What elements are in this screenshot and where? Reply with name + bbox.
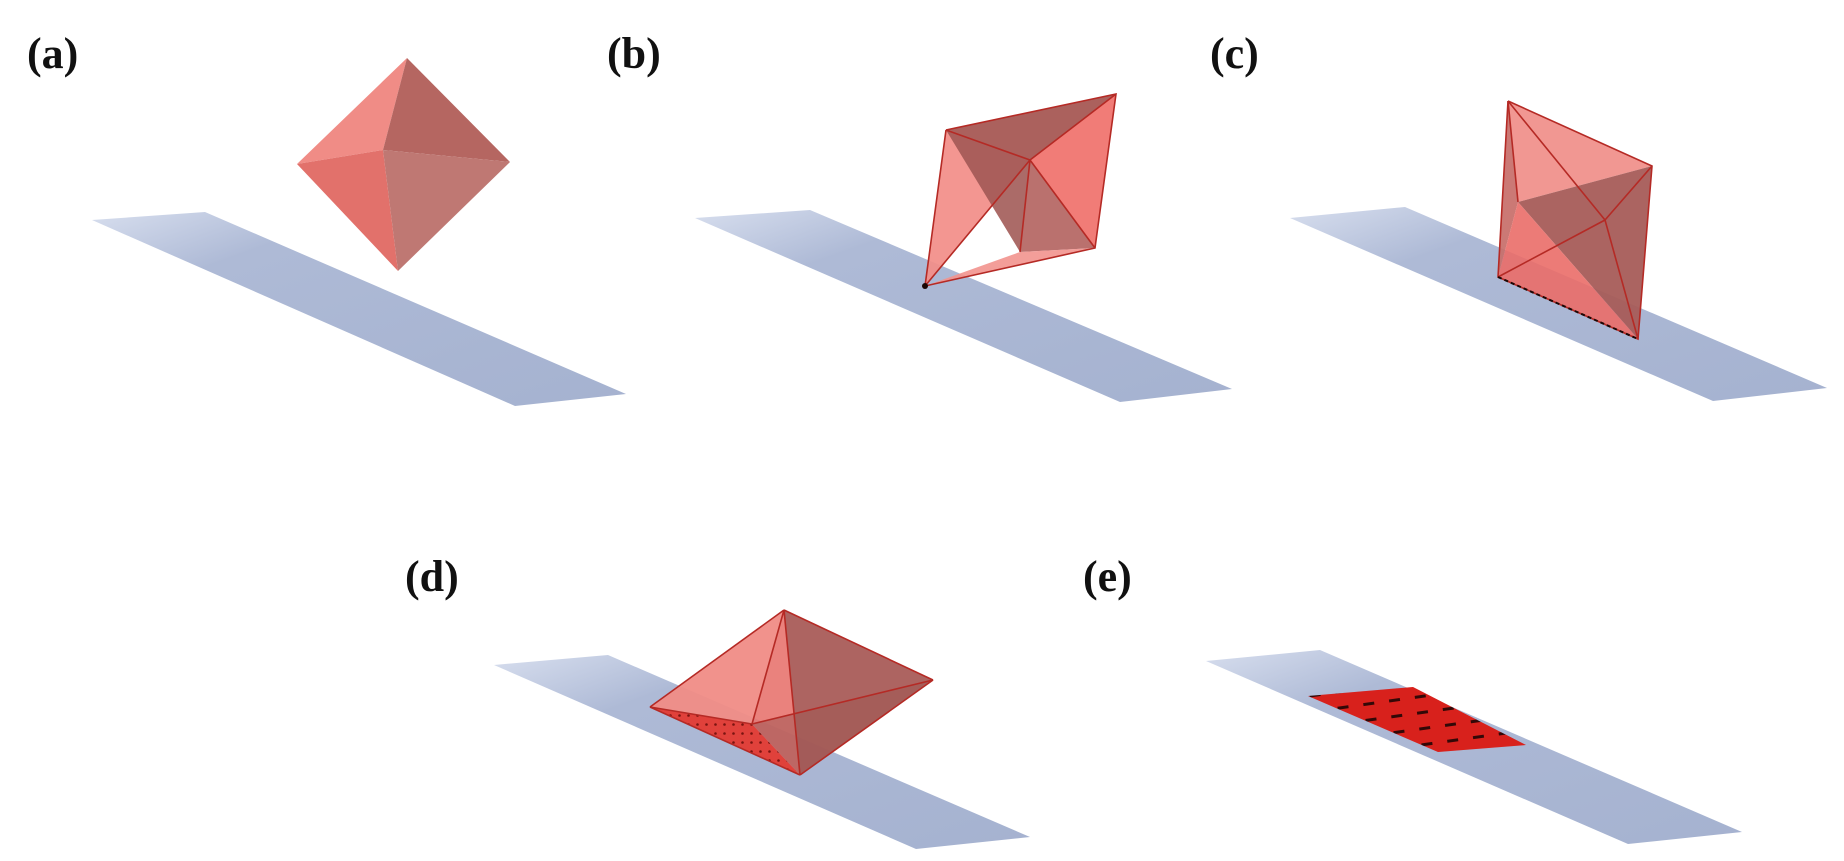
panel-label-c: (c) <box>1210 29 1259 78</box>
edges-d <box>649 609 934 776</box>
panel-label-d: (d) <box>405 552 459 601</box>
panel-label-a: (a) <box>27 29 79 78</box>
face-b-mid <box>1030 94 1116 248</box>
panel-b <box>695 92 1232 402</box>
face-b-center <box>946 130 1030 252</box>
octahedron-b <box>922 92 1117 289</box>
face-c-bottom <box>1498 202 1638 339</box>
strip-b <box>695 210 1232 402</box>
flattened-face-e <box>1308 687 1526 752</box>
octahedron-c <box>1497 100 1653 341</box>
contact-vertex-b <box>922 283 928 289</box>
panel-d <box>494 609 1030 849</box>
face-a-lower-left <box>297 150 398 271</box>
face-a-lower-right <box>383 150 510 271</box>
face-d-left <box>650 610 784 724</box>
panel-label-e: (e) <box>1083 552 1132 601</box>
panel-c <box>1290 100 1827 401</box>
face-b-top <box>946 94 1116 160</box>
panel-a <box>92 58 626 406</box>
octahedron-d <box>649 609 934 776</box>
contact-edge-c <box>1497 276 1639 340</box>
panel-e <box>1206 650 1742 844</box>
face-c-left <box>1498 101 1518 277</box>
edges-b <box>924 92 1117 288</box>
strip-a <box>92 212 626 406</box>
panel-label-b: (b) <box>607 29 661 78</box>
face-c-right <box>1518 166 1652 339</box>
flattened-face-e-shade <box>1308 687 1526 752</box>
octahedron-a <box>297 58 510 271</box>
face-a-upper-right <box>383 58 510 162</box>
face-c-top <box>1508 101 1652 202</box>
face-b-lower <box>1020 160 1095 252</box>
face-a-upper-left <box>297 58 407 164</box>
edges-c <box>1497 100 1653 341</box>
